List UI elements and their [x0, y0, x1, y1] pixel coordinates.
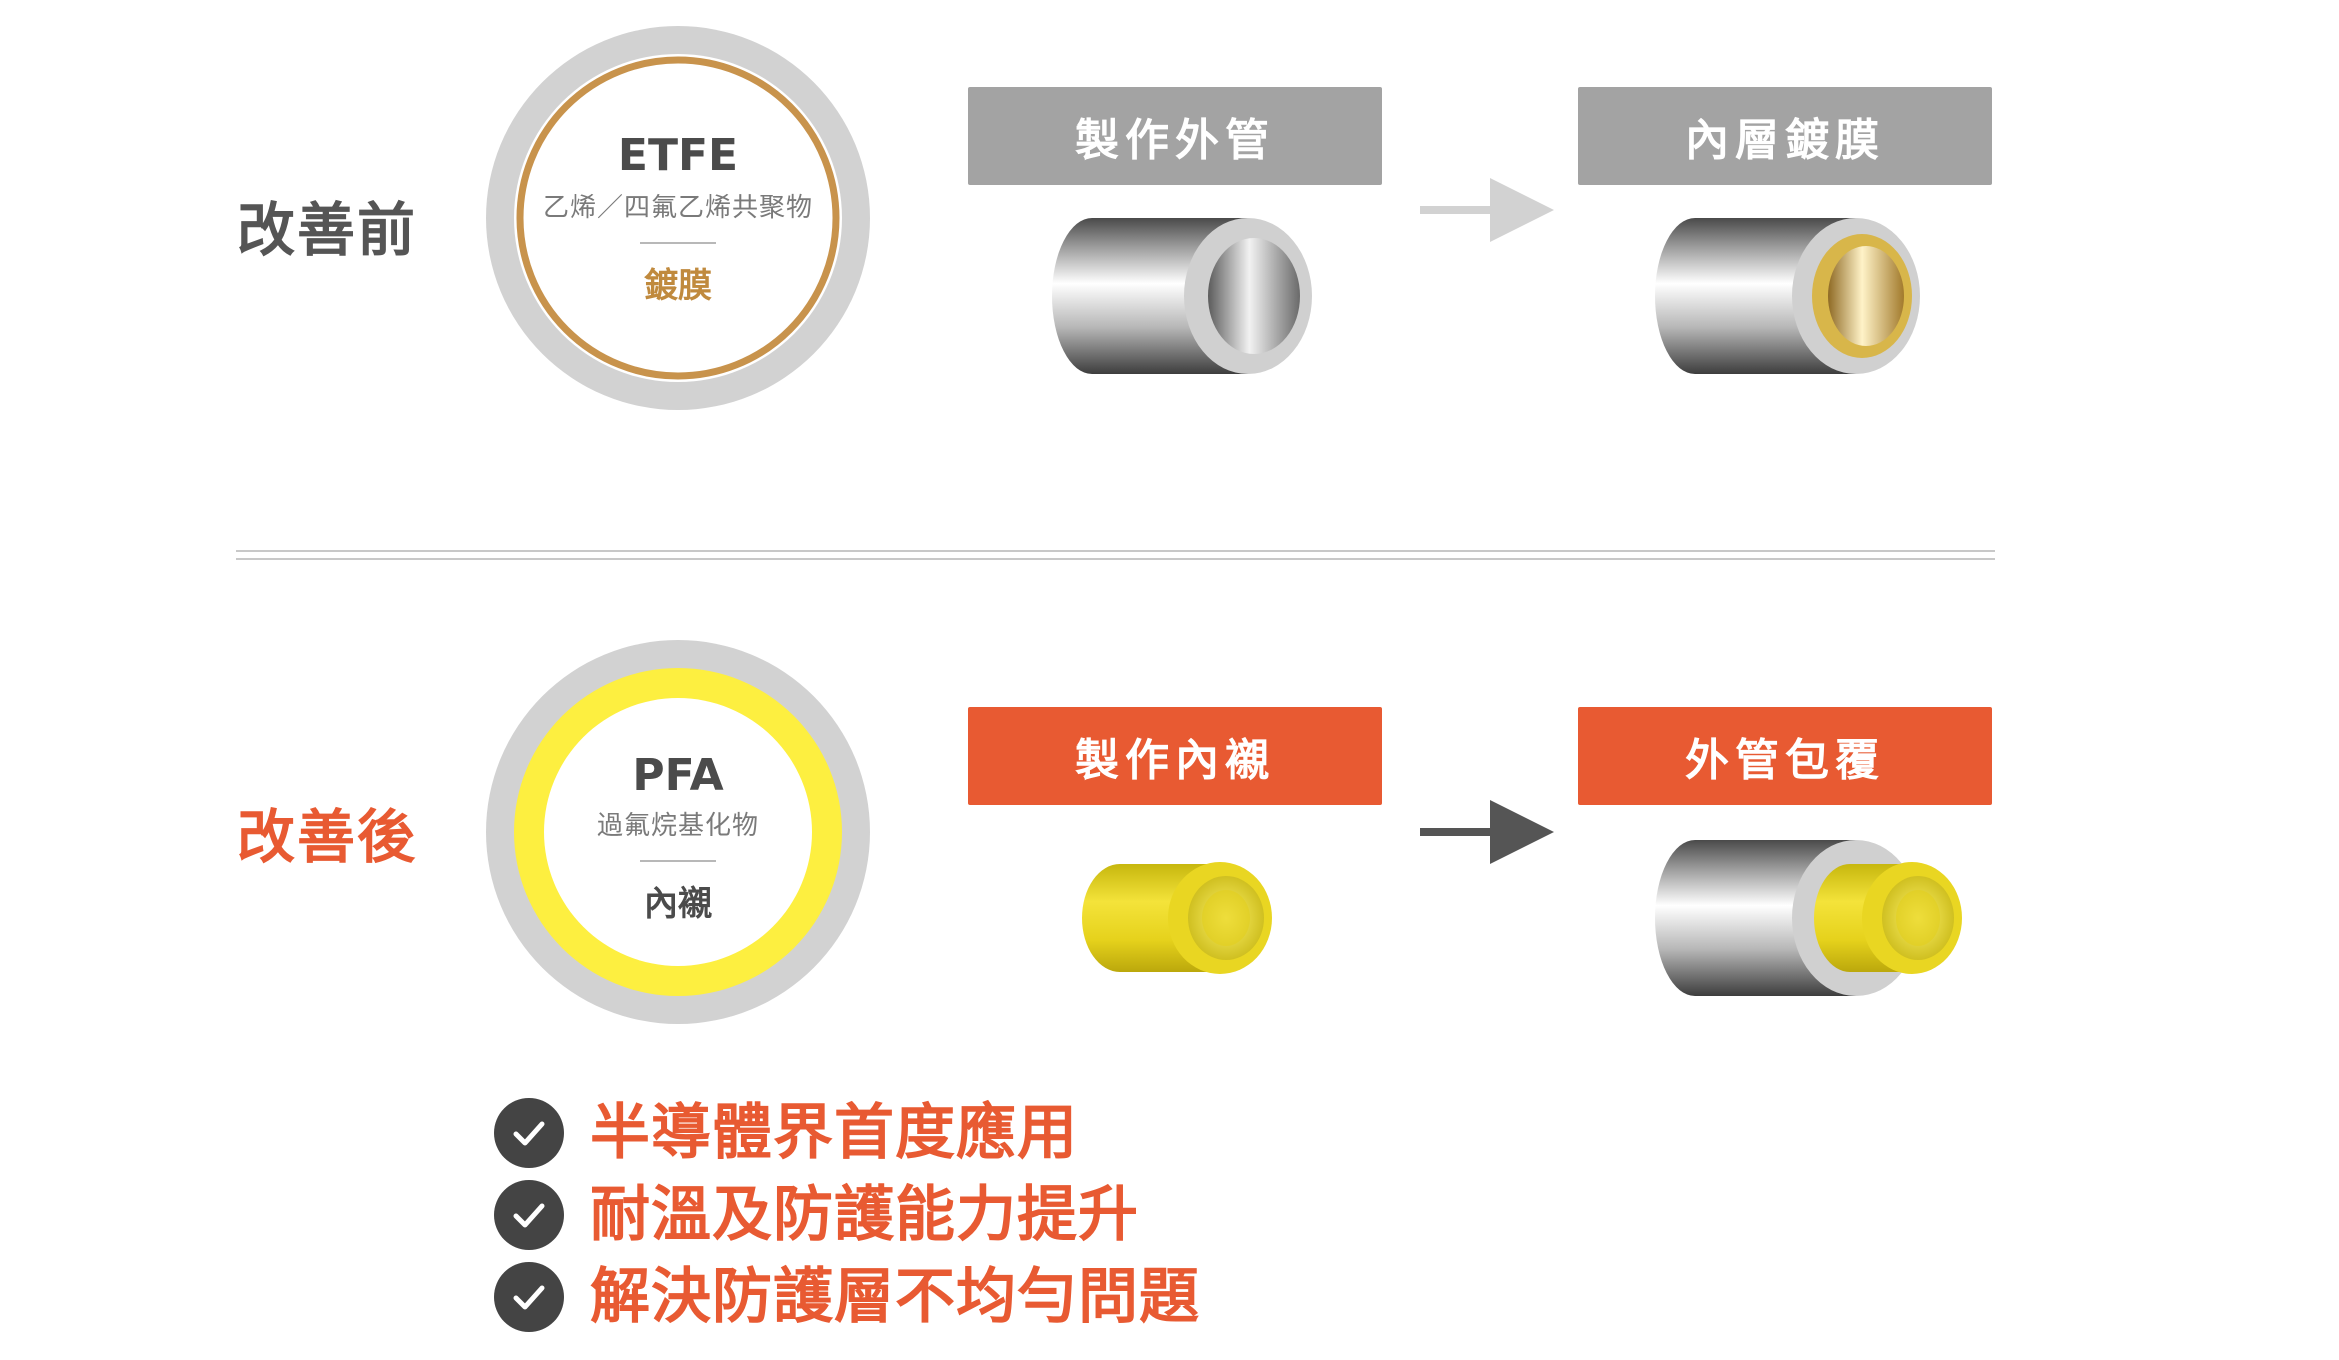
step-inner-coating: 內層鍍膜	[1578, 87, 1992, 185]
etfe-ring-icon	[486, 26, 870, 410]
benefit-text: 解決防護層不均勻問題	[590, 1262, 1200, 1332]
layer-name: 內襯	[644, 884, 712, 924]
metal-tube-icon	[1052, 218, 1312, 374]
material-title: ETFE	[617, 130, 739, 181]
check-circle-icon	[494, 1098, 564, 1168]
after-label: 改善後	[236, 803, 417, 871]
pfa-ring-icon	[486, 640, 870, 1024]
step-make-outer-tube: 製作外管	[968, 87, 1382, 185]
liner-tube-icon	[1082, 862, 1272, 974]
check-circle-icon	[494, 1262, 564, 1332]
etfe-material-card: ETFE 乙烯／四氟乙烯共聚物 鍍膜	[528, 130, 828, 307]
pfa-material-card: PFA 過氟烷基化物 內襯	[528, 750, 828, 925]
material-title: PFA	[632, 750, 724, 801]
material-subtitle: 乙烯／四氟乙烯共聚物	[542, 193, 813, 223]
benefit-item: 耐溫及防護能力提升	[494, 1180, 1139, 1250]
check-circle-icon	[494, 1180, 564, 1250]
coated-tube-icon	[1655, 218, 1920, 374]
before-label: 改善前	[236, 196, 417, 264]
benefit-item: 解決防護層不均勻問題	[494, 1262, 1200, 1332]
wrapped-tube-icon	[1655, 840, 1962, 996]
layer-name: 鍍膜	[644, 266, 712, 306]
material-divider	[640, 860, 716, 862]
material-divider	[640, 242, 716, 244]
benefit-item: 半導體界首度應用	[494, 1098, 1078, 1168]
benefit-text: 耐溫及防護能力提升	[590, 1180, 1139, 1250]
step-make-liner: 製作內襯	[968, 707, 1382, 805]
material-subtitle: 過氟烷基化物	[596, 811, 759, 841]
step-outer-wrap: 外管包覆	[1578, 707, 1992, 805]
benefit-text: 半導體界首度應用	[590, 1098, 1078, 1168]
